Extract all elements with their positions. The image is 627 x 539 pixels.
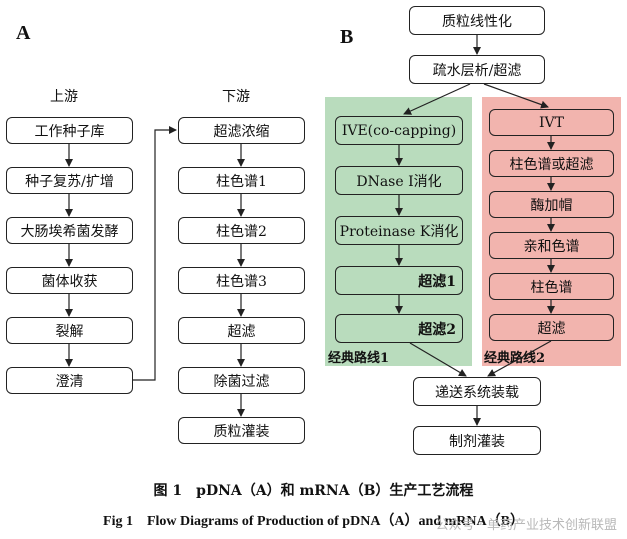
downstream-step-7: 质粒灌装: [178, 417, 305, 444]
route2-step-6: 超滤: [489, 314, 614, 341]
watermark: 公众号 · 单药产业技术创新联盟: [435, 518, 617, 533]
downstream-step-4: 柱色谱3: [178, 267, 305, 294]
downstream-step-5: 超滤: [178, 317, 305, 344]
downstream-step-6: 除菌过滤: [178, 367, 305, 394]
b-top-step-2: 疏水层析/超滤: [409, 55, 545, 84]
b-bottom-step-1: 递送系统装载: [413, 377, 541, 406]
route2-step-5: 柱色谱: [489, 273, 614, 300]
route1-step-1: IVE(co-capping): [335, 116, 463, 145]
upstream-step-2: 种子复苏/扩增: [6, 167, 133, 194]
upstream-step-5: 裂解: [6, 317, 133, 344]
arrow-merge-1: [409, 342, 467, 377]
arrow-b-split-2: [483, 83, 549, 109]
panel-a-label: A: [16, 22, 31, 44]
route2-step-2: 柱色谱或超滤: [489, 150, 614, 177]
panel-b-label: B: [340, 26, 354, 48]
route2-step-3: 酶加帽: [489, 191, 614, 218]
upstream-step-4: 菌体收获: [6, 267, 133, 294]
route2-label: 经典路线2: [484, 351, 546, 366]
upstream-step-3: 大肠埃希菌发酵: [6, 217, 133, 244]
upstream-step-6: 澄清: [6, 367, 133, 394]
arrow-merge-2: [487, 340, 552, 377]
arrow-up-to-down: [133, 126, 177, 381]
b-top-step-1: 质粒线性化: [409, 6, 545, 35]
route1-step-2: DNase I消化: [335, 166, 463, 195]
route1-step-4: 超滤1: [335, 266, 463, 295]
route2-step-1: IVT: [489, 109, 614, 136]
caption-en: Fig 1 Flow Diagrams of Production of pDN…: [103, 514, 524, 529]
downstream-step-2: 柱色谱1: [178, 167, 305, 194]
caption-zh: 图 1 pDNA（A）和 mRNA（B）生产工艺流程: [153, 483, 474, 499]
upstream-title: 上游: [50, 89, 78, 105]
route1-label: 经典路线1: [328, 351, 390, 366]
route1-step-3: Proteinase K消化: [335, 216, 463, 245]
route2-step-4: 亲和色谱: [489, 232, 614, 259]
downstream-step-3: 柱色谱2: [178, 217, 305, 244]
route1-step-5: 超滤2: [335, 314, 463, 343]
upstream-step-1: 工作种子库: [6, 117, 133, 144]
arrow-b-split-1: [403, 83, 471, 115]
downstream-step-1: 超滤浓缩: [178, 117, 305, 144]
downstream-title: 下游: [222, 89, 250, 105]
b-bottom-step-2: 制剂灌装: [413, 426, 541, 455]
